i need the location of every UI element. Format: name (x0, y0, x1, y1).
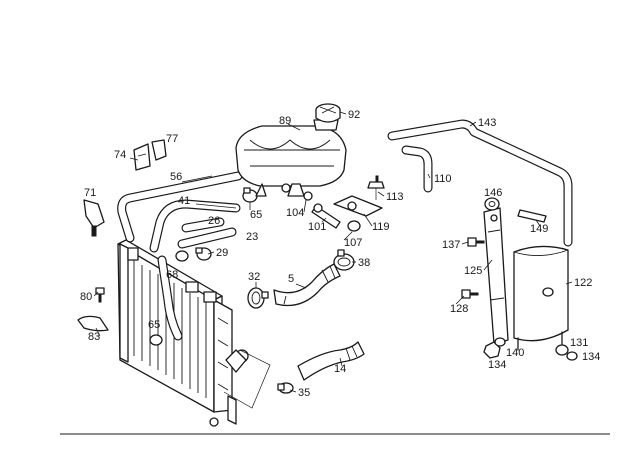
callout-65: 65 (250, 209, 262, 221)
bolt-128 (461, 289, 479, 299)
hose-14 (297, 341, 365, 381)
hose-56 (117, 171, 243, 243)
callout-122: 122 (574, 277, 592, 289)
clamp-32 (247, 287, 269, 309)
callout-149: 146 (484, 187, 502, 199)
callout-128: 128 (450, 303, 468, 315)
callout-5: 5 (288, 273, 294, 285)
nut-134 (566, 351, 578, 361)
callout-119: 113 (386, 191, 404, 203)
screw-83 (95, 287, 105, 303)
hose-146 (387, 119, 573, 247)
callout-107: 107 (344, 237, 362, 249)
callout-134: 134 (582, 351, 600, 363)
callout-32: 32 (248, 271, 260, 283)
callout-146: 143 (478, 117, 496, 129)
expansion-tank (235, 119, 347, 197)
bracket-71 (83, 199, 105, 237)
callout-74: 74 (114, 149, 126, 161)
hose-5 (273, 263, 341, 307)
callout-92: 92 (348, 109, 360, 121)
callout-140: 134 (488, 359, 506, 371)
callout-38: 38 (358, 257, 370, 269)
ring-107 (347, 220, 361, 232)
sensor-101 (311, 203, 341, 229)
clamp-68 (175, 250, 189, 262)
callout-125: 125 (464, 265, 482, 277)
callout-143: 140 (506, 347, 524, 359)
hose-26 (181, 217, 225, 233)
bolt-137 (467, 237, 485, 247)
callout-152: 149 (530, 223, 548, 235)
clamp-38 (333, 249, 355, 271)
callouts: 89 92 143 77 74 56 110 71 41 113 146 26 … (80, 109, 600, 399)
callout-68: 68 (166, 269, 178, 281)
reservoir-122 (513, 245, 569, 351)
callout-80: 83 (88, 331, 100, 343)
hose-110 (401, 145, 433, 193)
bracket-125 (483, 207, 509, 345)
leader-14 (223, 349, 271, 409)
callout-131: 131 (570, 337, 588, 349)
cap-92 (315, 103, 341, 123)
washer-131 (555, 344, 569, 356)
callout-137: 137 (442, 239, 460, 251)
radiator (117, 239, 249, 427)
hose-23 (177, 227, 237, 249)
callout-23: 23 (246, 231, 258, 243)
clamp-35 (277, 382, 294, 394)
hose-41 (149, 199, 241, 253)
washer-104 (303, 191, 313, 201)
strip-152 (517, 209, 547, 223)
hose-65-lower (157, 255, 183, 341)
nut-140 (483, 341, 501, 359)
grommet-149 (484, 197, 500, 211)
clamp-65 (242, 187, 258, 203)
callout-83: 80 (80, 291, 92, 303)
callout-56: 56 (170, 171, 182, 183)
clamp-29 (195, 247, 212, 261)
callout-77: 77 (166, 133, 178, 145)
callout-41: 41 (178, 195, 190, 207)
bracket-113 (333, 195, 383, 217)
callout-29: 29 (216, 247, 228, 259)
washer-143 (494, 337, 506, 347)
callout-35: 35 (298, 387, 310, 399)
callout-26: 26 (208, 215, 220, 227)
callout-89: 89 (279, 115, 291, 127)
bracket-74 (133, 143, 151, 171)
callout-65-lower: 65 (148, 319, 160, 331)
bolt-119 (367, 175, 385, 200)
callout-104: 104 (286, 207, 304, 219)
callout-113: 119 (372, 221, 390, 233)
callout-71: 71 (84, 187, 96, 199)
bracket-77 (151, 139, 167, 161)
callout-110: 110 (434, 173, 452, 185)
bracket-80 (77, 315, 109, 332)
callout-14: 14 (334, 363, 346, 375)
clamp-65-lower (149, 334, 163, 346)
callout-101: 101 (308, 221, 326, 233)
